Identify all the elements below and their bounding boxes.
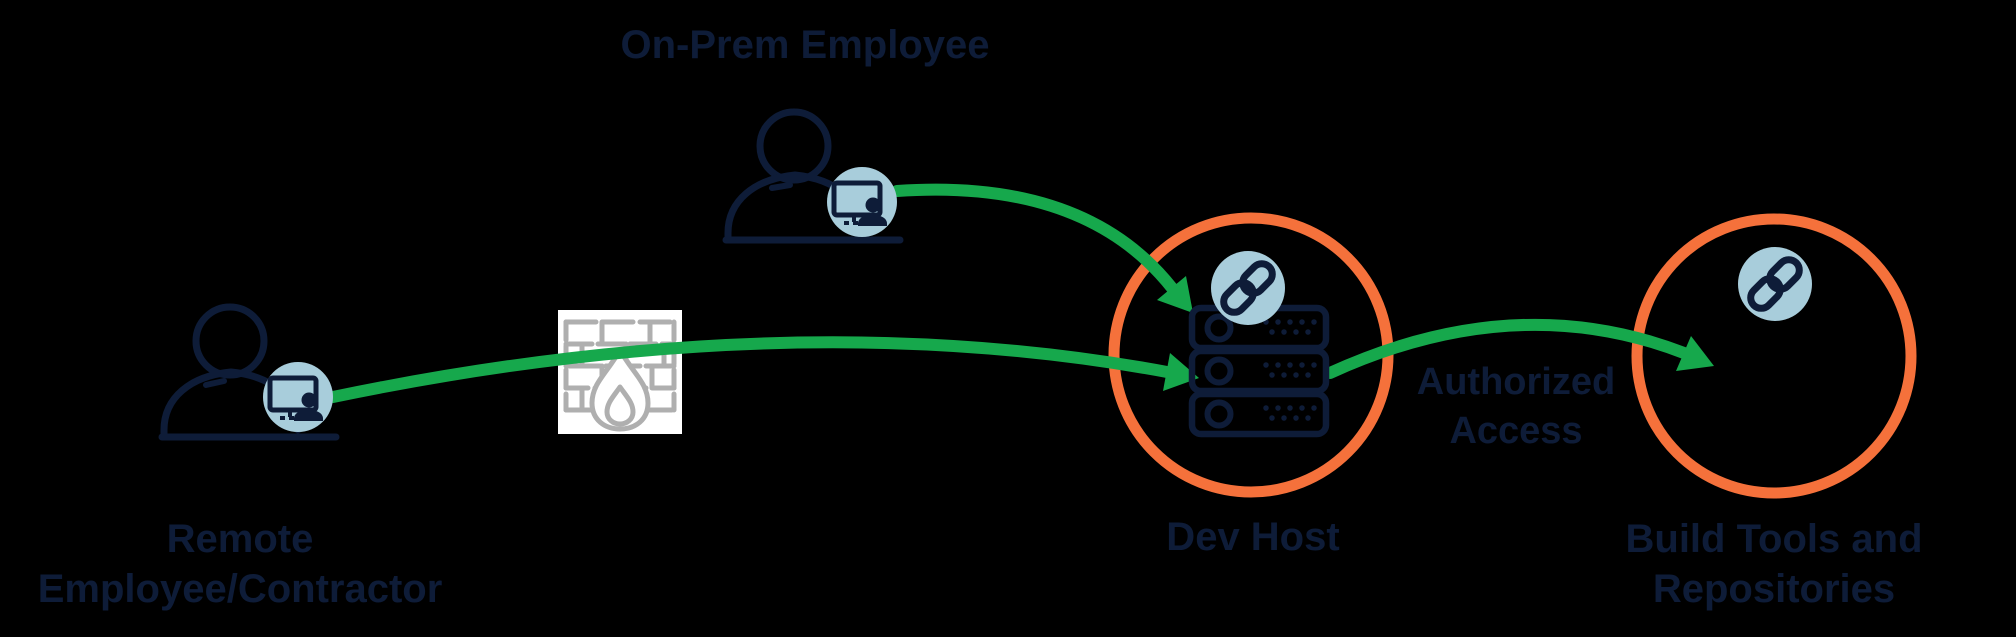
build-tools-circle — [1631, 213, 1917, 499]
workstation-badge-icon — [263, 362, 333, 432]
person-icon — [722, 108, 904, 244]
remote-employee-label-line2: Employee/Contractor — [37, 567, 443, 611]
workstation-badge-icon — [827, 167, 897, 237]
link-icon — [1738, 247, 1812, 321]
arrowhead — [1163, 353, 1199, 391]
arrow-onprem-to-devhost — [891, 183, 1193, 313]
firewall-icon — [558, 310, 682, 434]
dev-host-label: Dev Host — [1166, 515, 1340, 559]
build-tools-label-line1: Build Tools and — [1625, 517, 1923, 561]
authorized-access-label-line2: Access — [1449, 410, 1583, 452]
link-icon — [1211, 251, 1285, 325]
authorized-access-label: Authorized Access — [1417, 358, 1615, 456]
remote-employee-label: Remote Employee/Contractor — [38, 514, 443, 614]
build-tools-label: Build Tools and Repositories — [1625, 514, 1922, 614]
arrowhead — [1157, 276, 1193, 313]
user-silhouette-icon — [865, 197, 881, 213]
flame-icon — [589, 347, 651, 432]
user-silhouette-icon — [301, 392, 317, 408]
remote-employee-label-line1: Remote — [166, 517, 314, 561]
arrow-devhost-to-buildtools — [1324, 318, 1714, 379]
build-tools-label-line2: Repositories — [1652, 567, 1896, 611]
arrowhead — [1676, 336, 1714, 371]
server-stack-icon — [1188, 304, 1330, 438]
authorized-access-label-line1: Authorized — [1416, 361, 1616, 403]
arrow-remote-to-devhost — [327, 336, 1199, 403]
on-prem-employee-label: On-Prem Employee — [620, 23, 990, 67]
